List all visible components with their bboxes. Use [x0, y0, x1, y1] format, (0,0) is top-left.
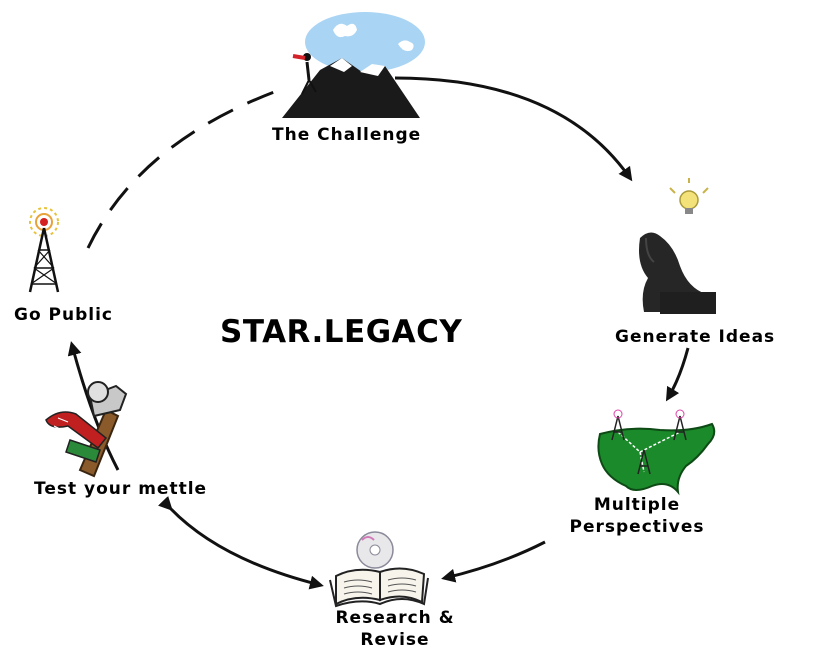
arrow-ideas-to-perspectives: [665, 347, 690, 402]
diagram-center-title: STAR.LEGACY: [220, 314, 463, 350]
usa-map-icon: [597, 409, 716, 496]
stage-label-line: Research &: [335, 608, 455, 628]
stage-label-line: Perspectives: [569, 517, 705, 537]
thinker-lightbulb-icon: [639, 178, 716, 314]
arrow-challenge-to-ideas: [394, 76, 633, 182]
stage-label-go-public: Go Public: [14, 305, 114, 325]
stage-label-research-revise: Research & Revise: [315, 607, 475, 651]
radio-tower-icon: [28, 207, 60, 293]
stage-label-generate-ideas: Generate Ideas: [615, 327, 776, 347]
book-cd-icon: [329, 531, 429, 608]
stage-label-line: Multiple: [593, 495, 681, 515]
stage-label-test-your-mettle: Test your mettle: [34, 479, 208, 499]
hammer-wrench-icon: [45, 381, 128, 478]
stage-label-the-challenge: The Challenge: [272, 125, 422, 145]
arrow-perspectives-to-research: [441, 540, 546, 583]
mountain-climber-icon: [282, 12, 425, 118]
stage-label-multiple-perspectives: Multiple Perspectives: [552, 494, 722, 538]
arrow-mettle-research: [158, 495, 324, 590]
arrow-public-to-challenge: [86, 86, 286, 249]
stage-label-line: Revise: [360, 630, 430, 650]
